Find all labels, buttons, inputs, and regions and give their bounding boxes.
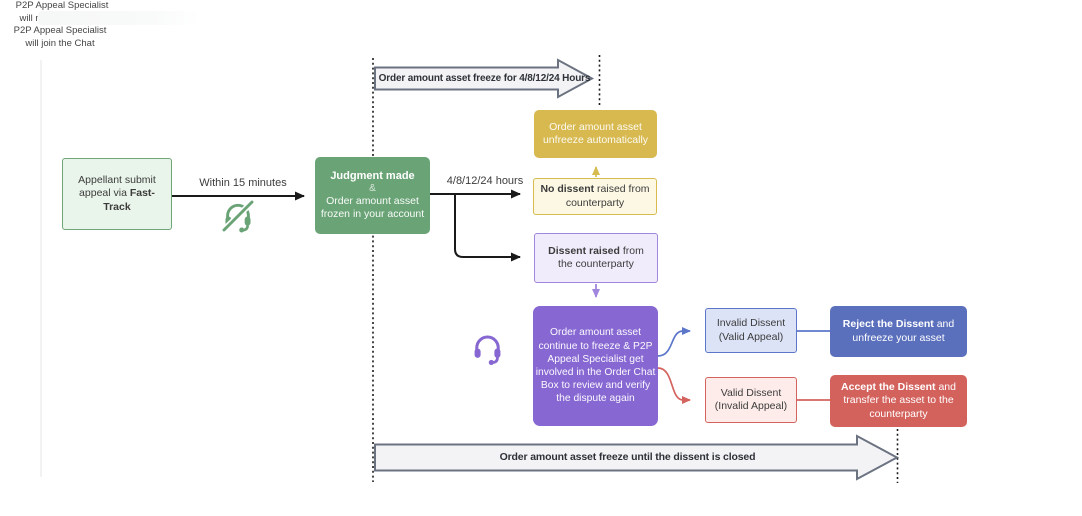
headset-muted-icon — [222, 199, 254, 233]
headset-icon — [474, 335, 501, 366]
no-dissent-bold: No dissent — [540, 183, 595, 196]
node-appellant-text: Appellant submit appeal via Fast-Track — [68, 174, 166, 214]
label-4-8-12-24-hours: 4/8/12/24 hours — [446, 175, 524, 187]
node-dissent-raised: Dissent raised from the counterparty — [534, 233, 658, 283]
judgment-title: Judgment made — [330, 170, 415, 183]
node-no-dissent: No dissent raised from counterparty — [533, 178, 657, 215]
bottom-banner-label: Order amount asset freeze until the diss… — [499, 451, 756, 463]
no-dissent-rest: raised from counterparty — [565, 183, 650, 209]
reject-text: Reject the Dissent and unfreeze your ass… — [835, 318, 962, 345]
caption-not-join-line1: P2P Appeal Specialist — [15, 0, 109, 11]
page-edge-line — [40, 60, 42, 477]
appellant-text-normal: Appellant submit appeal via — [78, 173, 156, 200]
accept-rest: and transfer the asset to the counterpar… — [843, 380, 956, 420]
top-banner-label: Order amount asset freeze for 4/8/12/24 … — [378, 72, 591, 84]
accept-text: Accept the Dissent and transfer the asse… — [835, 381, 962, 421]
node-continue-freeze: Order amount asset continue to freeze & … — [533, 306, 658, 426]
arrow-judgment-to-dissent — [454, 194, 521, 262]
reject-bold: Reject the Dissent — [842, 318, 934, 331]
reject-rest: and unfreeze your asset — [852, 318, 955, 344]
valid-dissent-line2: (Invalid Appeal) — [714, 400, 788, 412]
dissent-text: Dissent raised from the counterparty — [540, 245, 652, 272]
accept-bold: Accept the Dissent — [841, 380, 936, 393]
caption-join-line2: will join the Chat — [25, 37, 95, 49]
connector-continue-to-valid — [657, 367, 691, 404]
dissent-bold: Dissent raised — [548, 244, 620, 257]
appellant-text-bold: Fast-Track — [103, 187, 155, 213]
node-unfreeze-auto: Order amount asset unfreeze automaticall… — [534, 110, 657, 158]
caption-join-line1: P2P Appeal Specialist — [13, 25, 107, 37]
valid-dissent-line1: Valid Dissent — [720, 386, 782, 399]
invalid-dissent-line2: (Valid Appeal) — [718, 330, 784, 343]
label-within-15-minutes: Within 15 minutes — [199, 177, 287, 189]
node-valid-dissent: Valid Dissent (Invalid Appeal) — [705, 377, 797, 423]
continue-freeze-text: Order amount asset continue to freeze & … — [535, 327, 656, 405]
caption-specialist-join: P2P Appeal Specialist will join the Chat — [0, 25, 120, 50]
node-judgment-made: Judgment made & Order amount asset froze… — [315, 157, 430, 234]
node-appellant-submit: Appellant submit appeal via Fast-Track — [62, 158, 172, 230]
node-accept-dissent: Accept the Dissent and transfer the asse… — [830, 375, 967, 427]
dissent-rest: from the counterparty — [558, 244, 644, 270]
unfreeze-text: Order amount asset unfreeze automaticall… — [542, 120, 649, 146]
connector-continue-to-invalid — [657, 327, 691, 357]
no-dissent-text: No dissent raised from counterparty — [539, 183, 651, 210]
node-invalid-dissent: Invalid Dissent (Valid Appeal) — [705, 308, 797, 353]
judgment-ampersand: & — [369, 183, 376, 195]
judgment-body: Order amount asset frozen in your accoun… — [320, 194, 425, 221]
node-reject-dissent: Reject the Dissent and unfreeze your ass… — [830, 306, 967, 357]
blurred-ui-artifact — [38, 11, 200, 25]
invalid-dissent-line1: Invalid Dissent — [716, 317, 786, 330]
